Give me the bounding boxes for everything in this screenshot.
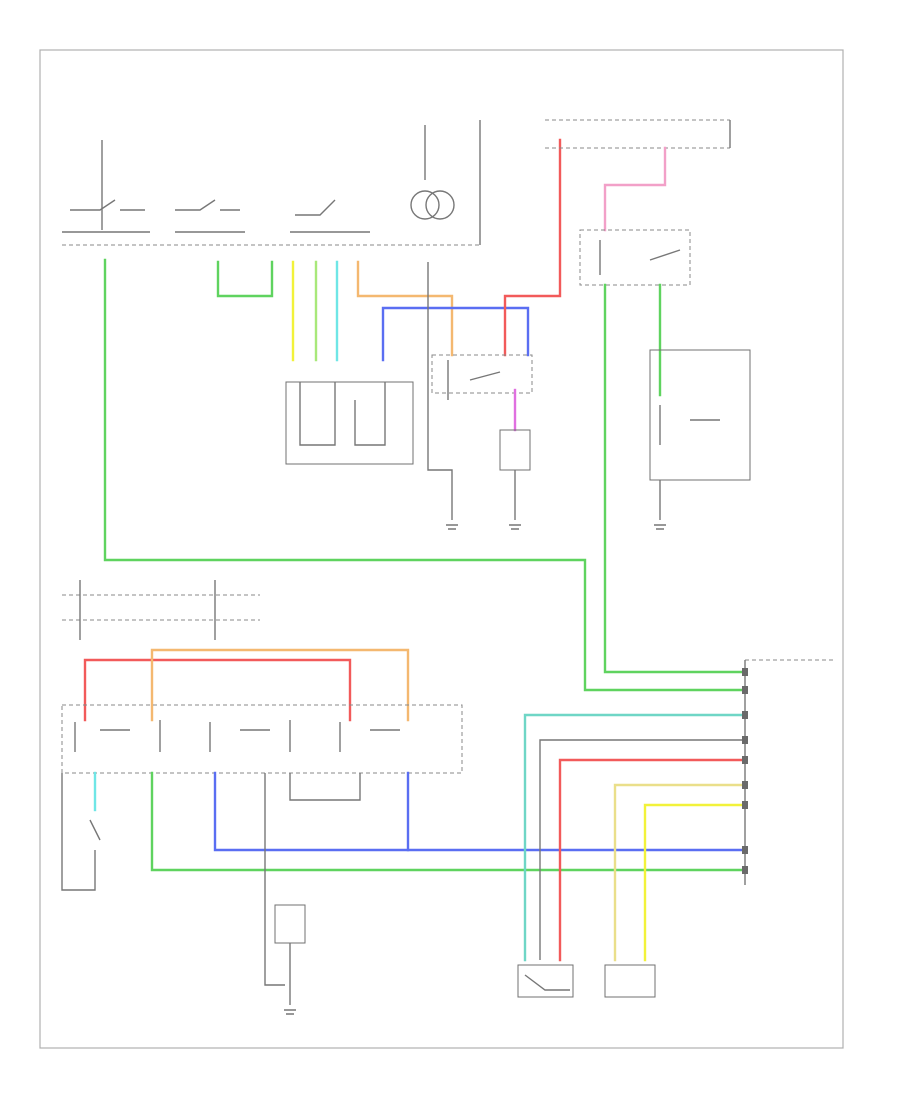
hvac-relay-block	[61, 704, 463, 774]
diagram-border	[39, 49, 844, 1049]
ac-compressor-clutch	[649, 349, 751, 520]
wire-red-fuse	[503, 138, 562, 357]
wire-yellow-sensor	[643, 803, 747, 962]
evaporator-temp-sensor	[604, 964, 656, 998]
fuse-block-top	[545, 119, 731, 149]
wire-teal-sensor	[523, 713, 747, 962]
ground-left	[284, 1009, 296, 1015]
wire-orange-hvac	[356, 260, 454, 357]
wire-red-sensor	[558, 758, 747, 962]
wire-orange-relay-bus	[150, 648, 410, 722]
wire-blue-hvac	[381, 306, 530, 362]
lower-relay-component	[274, 904, 306, 1005]
left-switch	[61, 773, 101, 891]
wire-black-relay-2	[289, 773, 361, 801]
ac-compressor-relay	[579, 229, 691, 286]
hvac-control-module	[62, 120, 481, 246]
wire-tan-sensor	[613, 783, 747, 962]
powertrain-control-module	[742, 659, 835, 885]
wire-green-relay-to-pcm	[603, 283, 747, 674]
blower-motor-resistor	[285, 381, 414, 465]
wire-green-loop	[216, 260, 274, 298]
blower-motor-relay	[431, 354, 533, 400]
blower-motor	[499, 429, 531, 520]
wire-black-ground-center	[427, 262, 453, 520]
ground-right	[654, 524, 666, 530]
ground-center-1	[446, 524, 458, 530]
fuse-block-left	[62, 580, 260, 640]
wire-pink-fuse	[603, 146, 667, 232]
wire-black-relay-1	[264, 773, 285, 986]
ac-refrigerant-pressure-sensor	[517, 964, 574, 998]
wire-green-hvac-to-pcm	[103, 258, 747, 692]
wire-red-relay-bus	[83, 658, 352, 722]
wire-grey-sensor	[539, 739, 745, 960]
ground-center-2	[509, 524, 521, 530]
wire-blue-bottom	[213, 771, 747, 852]
wire-green-bottom	[150, 771, 747, 872]
